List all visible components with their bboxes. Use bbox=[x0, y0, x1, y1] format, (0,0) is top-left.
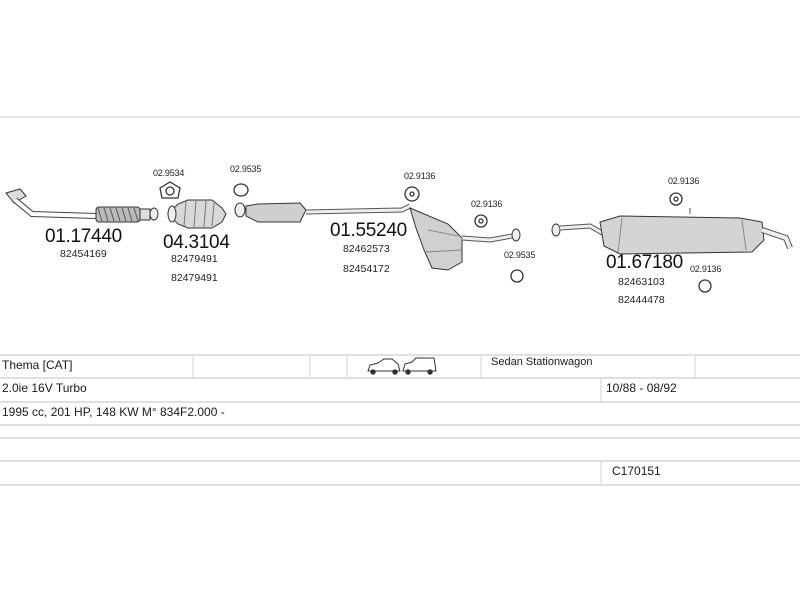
hardware-number: 02.9136 bbox=[471, 199, 503, 209]
part-number: 01.67180 bbox=[606, 252, 683, 273]
sedan-icon bbox=[367, 358, 401, 375]
part-reference: 82454169 bbox=[60, 248, 107, 260]
ring-icon[interactable] bbox=[233, 183, 249, 197]
clamp-icon[interactable] bbox=[404, 186, 420, 202]
part-reference: 82463103 bbox=[618, 276, 665, 288]
part-number: 01.55240 bbox=[330, 220, 407, 241]
body-types: Sedan Stationwagon bbox=[491, 356, 593, 368]
center-silencer-01-55240[interactable] bbox=[234, 202, 521, 271]
catalyst-04-3104[interactable] bbox=[167, 199, 227, 229]
gasket-icon[interactable] bbox=[159, 181, 181, 199]
front-pipe-01-17440[interactable] bbox=[5, 188, 159, 223]
hardware-number: 02.9136 bbox=[668, 176, 700, 186]
clamp-icon[interactable] bbox=[474, 214, 488, 228]
part-number: 01.17440 bbox=[45, 226, 122, 247]
part-reference: 82462573 bbox=[343, 243, 390, 255]
part-reference: 82454172 bbox=[343, 263, 390, 275]
hardware-number: 02.9535 bbox=[230, 164, 262, 174]
ring-icon[interactable] bbox=[510, 269, 524, 283]
engine-name: 2.0ie 16V Turbo bbox=[2, 381, 87, 395]
ring-icon[interactable] bbox=[698, 279, 712, 293]
production-years: 10/88 - 08/92 bbox=[606, 381, 677, 395]
hardware-number: 02.9136 bbox=[404, 171, 436, 181]
rear-silencer-01-67180[interactable] bbox=[551, 208, 793, 255]
part-reference: 82444478 bbox=[618, 294, 665, 306]
part-number: 04.3104 bbox=[163, 232, 230, 253]
hardware-number: 02.9534 bbox=[153, 168, 185, 178]
hardware-number: 02.9535 bbox=[504, 250, 536, 260]
hardware-number: 02.9136 bbox=[690, 264, 722, 274]
part-reference: 82479491 bbox=[171, 253, 218, 265]
stationwagon-icon bbox=[402, 357, 437, 375]
system-code: C170151 bbox=[612, 464, 661, 478]
engine-spec: 1995 cc, 201 HP, 148 KW M° 834F2.000 - bbox=[2, 405, 225, 419]
clamp-icon[interactable] bbox=[669, 192, 683, 206]
part-reference: 82479491 bbox=[171, 272, 218, 284]
model-name: Thema [CAT] bbox=[2, 358, 73, 372]
